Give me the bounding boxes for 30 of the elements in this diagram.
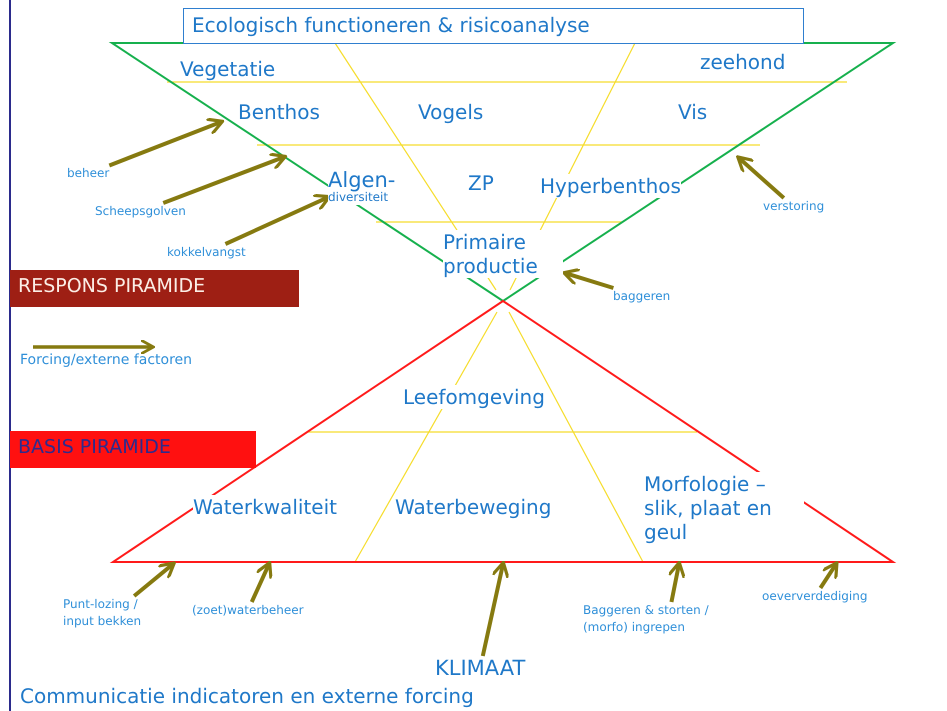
label-text: Algen- [328,168,396,192]
arrow [480,560,510,656]
arrow [250,561,273,603]
arrow [132,561,176,598]
label-text: diversiteit [328,190,388,205]
banner: BASIS PIRAMIDE [10,431,256,468]
label-text: Morfologie – slik, plaat en geul [644,472,804,544]
label-text: Primaire productie [443,230,563,278]
label-text: verstoring [763,198,824,216]
banner: RESPONS PIRAMIDE [10,270,299,307]
arrow [562,268,614,290]
label-text: baggeren [613,288,670,306]
label-text: oeververdediging [762,588,868,606]
label-text: beheer [67,165,110,182]
label-text: (zoet)waterbeheer [192,602,304,620]
label-text: Punt-lozing / input bekken [63,596,163,631]
arrow [736,155,786,200]
label-text: Scheepsgolven [95,203,186,220]
arrow [667,560,686,602]
label-text: Hyperbenthos [540,174,681,198]
title: Ecologisch functioneren & risicoanalyse [183,8,804,44]
caption: Communicatie indicatoren en externe forcing [20,684,474,708]
label-text: kokkelvangst [167,244,246,262]
legend-label: Forcing/externe factoren [20,352,192,368]
label-text: Leefomgeving [403,385,545,409]
arrow [818,561,839,590]
label-text: Baggeren & storten / (morfo) ingrepen [583,602,753,637]
arrow [108,118,224,168]
label-text: KLIMAAT [435,656,526,680]
arrow [162,152,288,205]
